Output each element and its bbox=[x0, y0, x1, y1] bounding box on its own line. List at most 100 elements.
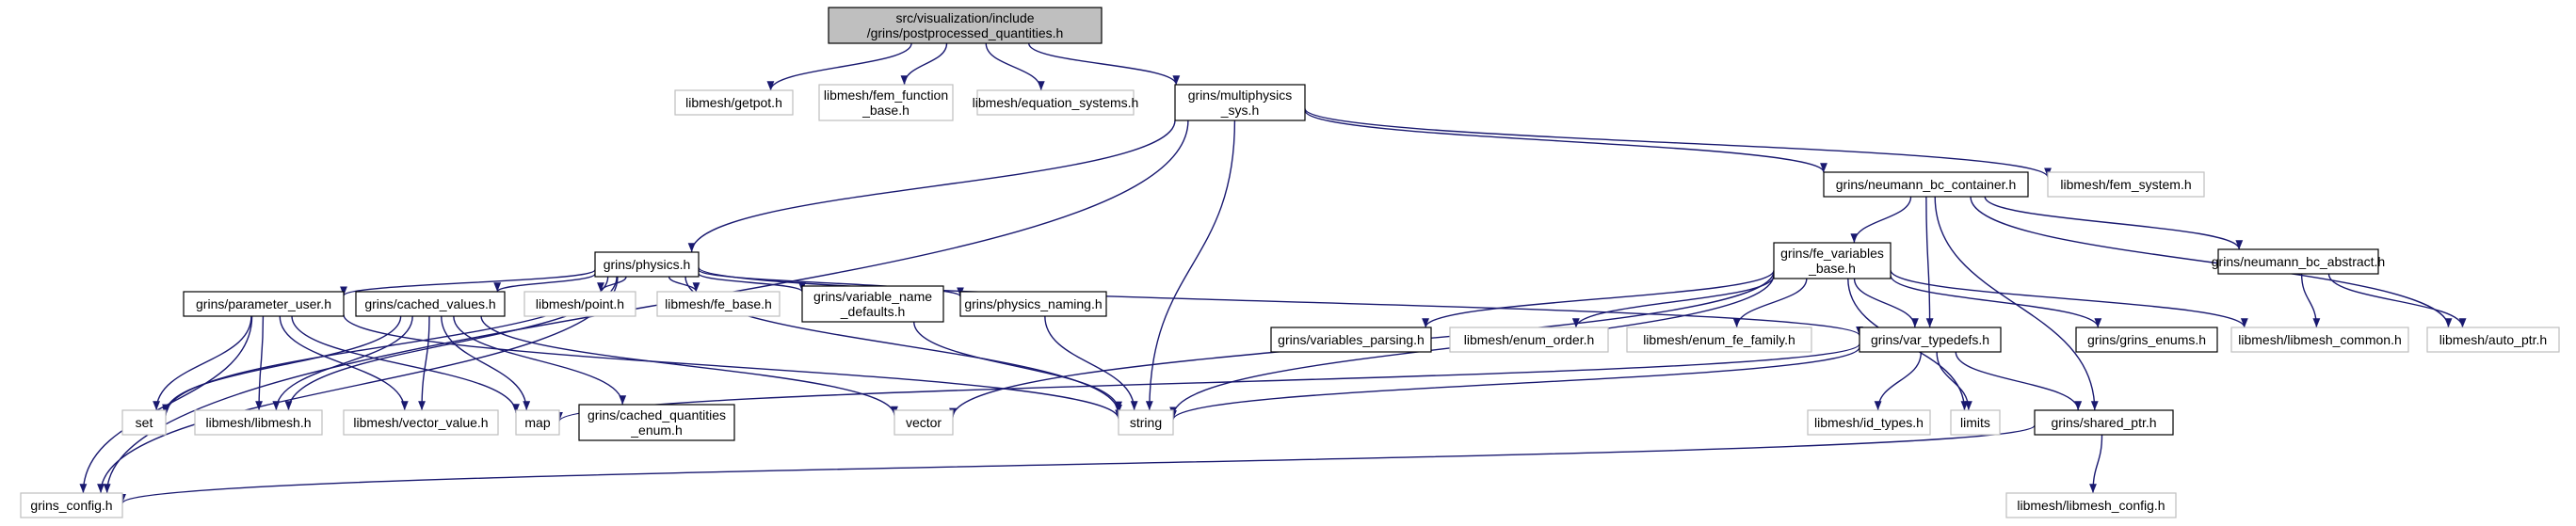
node-libmesh: libmesh/libmesh.h bbox=[194, 409, 323, 436]
edge-vnd-to-string bbox=[913, 321, 1122, 411]
node-box bbox=[1823, 171, 2029, 198]
node-femfunc: libmesh/fem_function_base.h bbox=[818, 84, 954, 121]
node-box bbox=[343, 409, 499, 436]
edge-physics-to-vnd bbox=[698, 272, 806, 293]
node-limits: limits bbox=[1950, 409, 2001, 436]
node-box bbox=[2217, 248, 2379, 275]
edge-physics-to-point bbox=[597, 276, 627, 293]
node-box bbox=[959, 291, 1107, 317]
node-nbcc[interactable]: grins/neumann_bc_container.h bbox=[1823, 171, 2029, 198]
edge-puser-to-map bbox=[291, 315, 520, 414]
node-puser[interactable]: grins/parameter_user.h bbox=[183, 291, 345, 317]
node-mps[interactable]: grins/multiphysics_sys.h bbox=[1174, 84, 1306, 121]
node-box bbox=[1807, 409, 1931, 436]
node-genums[interactable]: grins/grins_enums.h bbox=[2075, 327, 2218, 353]
edge-nbcc-to-autoptr bbox=[1970, 196, 2453, 328]
node-label: grins/multiphysics bbox=[1188, 88, 1292, 103]
node-nbca[interactable]: grins/neumann_bc_abstract.h bbox=[2212, 248, 2385, 275]
node-label: grins/variables_parsing.h bbox=[1278, 332, 1425, 347]
edge-cvals-to-vector bbox=[480, 315, 898, 416]
node-box bbox=[2034, 409, 2174, 436]
edge-nbca-to-autoptr bbox=[2327, 273, 2467, 328]
node-box bbox=[2426, 327, 2560, 353]
node-box bbox=[801, 285, 944, 323]
edge-fevb-to-enumfefam bbox=[1732, 278, 1808, 328]
node-label: vector bbox=[906, 415, 942, 430]
edge-vtypedefs-to-sharedptr bbox=[1955, 351, 2083, 411]
node-label: _base.h bbox=[1808, 261, 1856, 276]
node-label: libmesh/equation_systems.h bbox=[973, 95, 1139, 110]
node-label: grins/neumann_bc_abstract.h bbox=[2212, 254, 2385, 269]
node-box bbox=[894, 409, 954, 436]
node-label: libmesh/fe_base.h bbox=[665, 296, 772, 311]
edge-physics-to-febase bbox=[668, 276, 700, 293]
edge-root-to-eqsys bbox=[985, 42, 1045, 91]
edge-sharedptr-to-gconfig bbox=[119, 424, 2036, 504]
node-box bbox=[976, 89, 1135, 116]
node-box bbox=[194, 409, 323, 436]
node-label: libmesh/libmesh_common.h bbox=[2238, 332, 2402, 347]
edge-nbcc-to-nbca bbox=[1984, 196, 2244, 250]
node-label: _base.h bbox=[861, 103, 910, 118]
node-pnaming[interactable]: grins/physics_naming.h bbox=[959, 291, 1107, 317]
node-label: string bbox=[1130, 415, 1162, 430]
node-label: libmesh/enum_fe_family.h bbox=[1643, 332, 1795, 347]
node-label: libmesh/vector_value.h bbox=[353, 415, 488, 430]
node-box bbox=[2075, 327, 2218, 353]
node-vparse[interactable]: grins/variables_parsing.h bbox=[1270, 327, 1432, 353]
node-label: libmesh/enum_order.h bbox=[1464, 332, 1595, 347]
node-physics[interactable]: grins/physics.h bbox=[594, 251, 700, 278]
edge-mps-to-gconfig bbox=[103, 120, 1189, 494]
node-label: src/visualization/include bbox=[895, 10, 1034, 25]
node-fevb[interactable]: grins/fe_variables_base.h bbox=[1773, 242, 1892, 279]
node-box bbox=[1449, 327, 1609, 353]
edge-vtypedefs-to-limits bbox=[1936, 351, 1972, 411]
node-cvals[interactable]: grins/cached_values.h bbox=[355, 291, 506, 317]
node-lmconfig: libmesh/libmesh_config.h bbox=[2005, 492, 2177, 518]
node-label: grins/fe_variables bbox=[1780, 246, 1884, 261]
node-box bbox=[1859, 327, 2002, 353]
node-enumorder: libmesh/enum_order.h bbox=[1449, 327, 1609, 353]
node-label: grins/grins_enums.h bbox=[2087, 332, 2206, 347]
edge-cvals-to-set bbox=[162, 315, 402, 414]
node-vector: vector bbox=[894, 409, 954, 436]
node-vtypedefs[interactable]: grins/var_typedefs.h bbox=[1859, 327, 2002, 353]
edge-physics-to-cvals bbox=[493, 273, 596, 293]
nodes-layer: src/visualization/include/grins/postproc… bbox=[20, 7, 2560, 518]
edge-cvals-to-cqenum bbox=[453, 315, 627, 406]
node-label: grins/physics.h bbox=[604, 257, 691, 272]
edge-nbca-to-lmcommon bbox=[2300, 273, 2321, 328]
node-root[interactable]: src/visualization/include/grins/postproc… bbox=[828, 7, 1103, 44]
node-box bbox=[355, 291, 506, 317]
node-label: libmesh/fem_system.h bbox=[2060, 177, 2191, 192]
node-box bbox=[594, 251, 700, 278]
node-box bbox=[2005, 492, 2177, 518]
node-label: map bbox=[524, 415, 550, 430]
node-label: grins/cached_quantities bbox=[588, 407, 726, 422]
edge-cvals-to-map bbox=[441, 315, 531, 411]
edge-fevb-to-vtypedefs bbox=[1853, 278, 1919, 328]
node-vecval: libmesh/vector_value.h bbox=[343, 409, 499, 436]
node-label: grins/physics_naming.h bbox=[964, 296, 1102, 311]
node-vnd[interactable]: grins/variable_name_defaults.h bbox=[801, 285, 944, 323]
node-box bbox=[121, 409, 167, 436]
node-cqenum[interactable]: grins/cached_quantities_enum.h bbox=[578, 404, 735, 441]
node-label: libmesh/id_types.h bbox=[1814, 415, 1924, 430]
node-box bbox=[1174, 84, 1306, 121]
node-eqsys: libmesh/equation_systems.h bbox=[973, 89, 1139, 116]
node-box bbox=[20, 492, 123, 518]
node-label: libmesh/libmesh.h bbox=[205, 415, 311, 430]
node-point: libmesh/point.h bbox=[523, 291, 636, 317]
node-label: grins/var_typedefs.h bbox=[1871, 332, 1989, 347]
edge-cvals-to-libmesh bbox=[272, 315, 413, 411]
node-label: /grins/postprocessed_quantities.h bbox=[867, 25, 1064, 40]
node-lmcommon: libmesh/libmesh_common.h bbox=[2230, 327, 2409, 353]
node-enumfefam: libmesh/enum_fe_family.h bbox=[1626, 327, 1812, 353]
node-box bbox=[828, 7, 1103, 44]
node-label: grins/cached_values.h bbox=[364, 296, 495, 311]
node-label: grins_config.h bbox=[30, 498, 112, 513]
edge-vtypedefs-to-idtypes bbox=[1874, 351, 1923, 411]
node-sharedptr[interactable]: grins/shared_ptr.h bbox=[2034, 409, 2174, 436]
node-box bbox=[2047, 171, 2205, 198]
